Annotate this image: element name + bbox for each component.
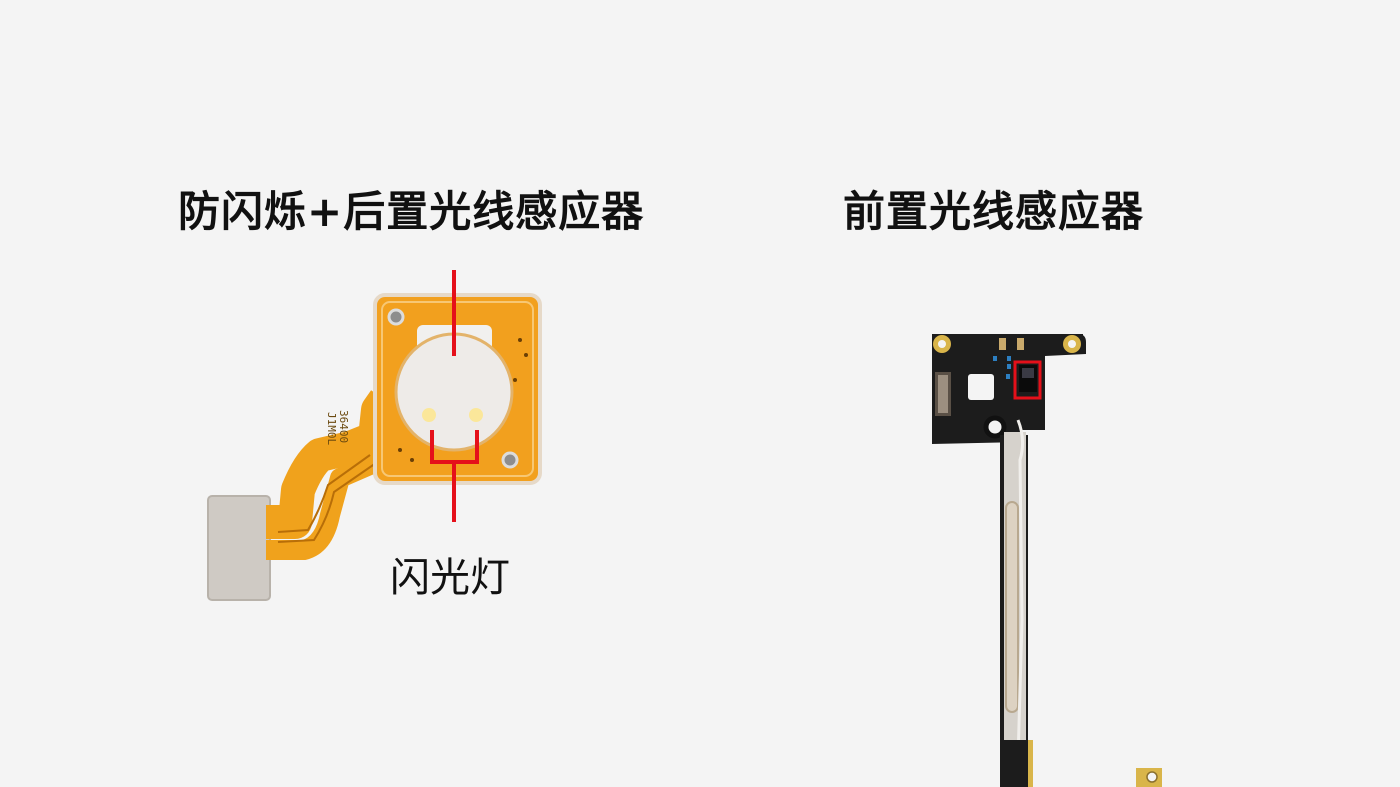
flash-callout-label: 闪光灯 <box>390 555 510 601</box>
left-panel-title: 防闪烁+后置光线感应器 <box>178 187 645 236</box>
svg-text:36400: 36400 <box>337 410 350 443</box>
svg-text:J1M0L: J1M0L <box>325 412 338 445</box>
front-sensor-board-image <box>900 320 1200 787</box>
right-panel-title: 前置光线感应器 <box>843 187 1145 236</box>
flash-flex-cable-image: 36400 J1M0L <box>200 260 550 610</box>
flash-callout-lines <box>200 260 550 610</box>
